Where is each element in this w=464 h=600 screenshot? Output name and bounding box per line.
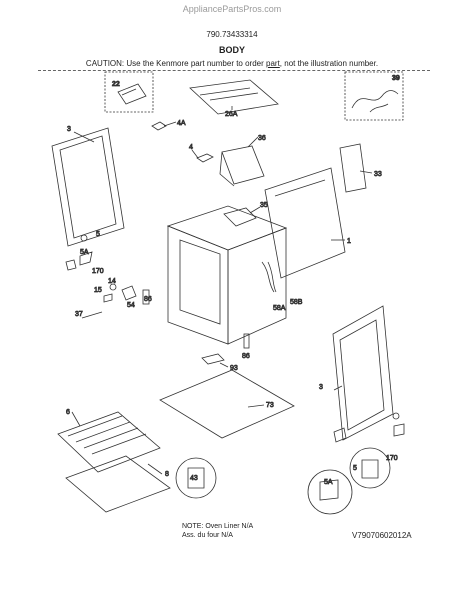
caution-suffix: , not the illustration number. [279,59,379,68]
note-line-2: Ass. du four N/A [182,532,233,539]
part-22-box [104,71,154,113]
caution-part-link[interactable]: part [266,59,280,68]
callout-5-left: 5 [96,231,100,238]
part-4-clip[interactable] [196,153,214,163]
callout-26a: 26A [225,111,238,118]
oven-cavity [179,239,221,325]
leader-3-left [73,131,95,143]
part-37-pin[interactable] [81,311,103,319]
part-26a-top-bracket[interactable] [189,79,279,115]
caution-text: CAUTION: Use the Kenmore part number to … [0,59,464,68]
callout-14: 14 [108,278,116,285]
callout-54: 54 [127,302,135,309]
part-22-bracket[interactable] [117,83,147,105]
cabinet-side [227,227,287,345]
part-39-wire-harness[interactable] [351,90,399,113]
part-170-hinge-left[interactable] [79,251,93,266]
callout-33: 33 [374,171,382,178]
part-4a-clip[interactable] [151,121,167,131]
callout-6: 6 [66,409,70,416]
part-1-back-panel[interactable] [264,167,346,279]
caution-prefix: CAUTION: Use the Kenmore part number to … [85,59,266,68]
callout-35: 35 [260,202,268,209]
part-5-detail-circle [349,447,391,489]
callout-43: 43 [190,475,198,482]
part-170-hinge-right-b[interactable] [393,423,405,437]
callout-4: 4 [189,144,193,151]
part-5a-detail-circle [307,469,353,515]
part-170-hinge-right[interactable] [333,427,347,443]
callout-93: 93 [230,365,238,372]
part-14-knob[interactable] [109,283,117,291]
note-block: NOTE: Oven Liner N/A Ass. du four N/A [182,522,253,540]
callout-5a-right: 5A [324,479,333,486]
callout-1: 1 [347,238,351,245]
callout-15: 15 [94,287,102,294]
part-15-switch[interactable] [103,293,113,303]
part-5-screw-left[interactable] [80,234,88,242]
leader-73 [247,404,265,408]
callout-170-right: 170 [386,455,398,462]
part-73-bottom-panel[interactable] [159,369,295,439]
part-35-vent[interactable] [223,207,257,227]
leader-3-right [333,385,343,391]
callout-8: 8 [165,471,169,478]
callout-36: 36 [258,135,266,142]
part-54-ignitor[interactable] [121,285,137,301]
cabinet-front [167,225,229,345]
part-43-detail[interactable] [187,467,205,489]
callout-3-right: 3 [319,384,323,391]
part-86-spacer-a[interactable] [142,289,150,305]
leader-36 [247,136,259,148]
callout-4a: 4A [177,120,186,127]
part-5-screw-right[interactable] [392,412,400,420]
callout-3-left: 3 [67,126,71,133]
part-86-spacer-b[interactable] [243,333,250,349]
leader-35 [249,206,261,214]
document-number: V79070602012A [352,531,412,540]
callout-73: 73 [266,402,274,409]
callout-86-a: 86 [144,296,152,303]
callout-37: 37 [75,311,83,318]
leader-4 [191,149,199,159]
callout-5a-left: 5A [80,249,89,256]
leader-33 [359,170,373,174]
leader-4a [163,121,177,127]
part-5a-detail[interactable] [319,479,339,501]
callout-5-right: 5 [353,465,357,472]
callout-58a: 58A [273,305,286,312]
part-43-detail-circle [175,457,217,499]
part-58-wires[interactable] [261,261,277,293]
leader-6 [71,411,81,427]
model-number: 790.73433314 [206,30,258,39]
callout-170-left: 170 [92,268,104,275]
header-divider [38,70,430,71]
callout-39: 39 [392,75,400,82]
note-line-1: NOTE: Oven Liner N/A [182,523,254,530]
callout-22: 22 [112,81,120,88]
part-93-bracket[interactable] [201,353,225,365]
broiler-pan[interactable] [65,455,171,513]
callout-86-b: 86 [242,353,250,360]
section-title: BODY [218,45,245,55]
part-33-rear-bracket[interactable] [339,143,367,193]
part-39-box [344,71,404,121]
callout-58b: 58B [290,299,303,306]
part-6-oven-rack[interactable] [57,411,161,473]
part-3-door-frame-right[interactable] [332,305,394,441]
watermark: AppliancePartsPros.com [182,4,282,14]
leader-8 [147,463,163,475]
part-5-detail[interactable] [361,459,379,479]
leader-93 [219,362,229,368]
part-36-vent-duct[interactable] [219,145,265,187]
cabinet-top [166,205,288,251]
part-3-door-frame-left[interactable] [51,127,125,247]
part-5a-bracket-left[interactable] [65,259,77,271]
